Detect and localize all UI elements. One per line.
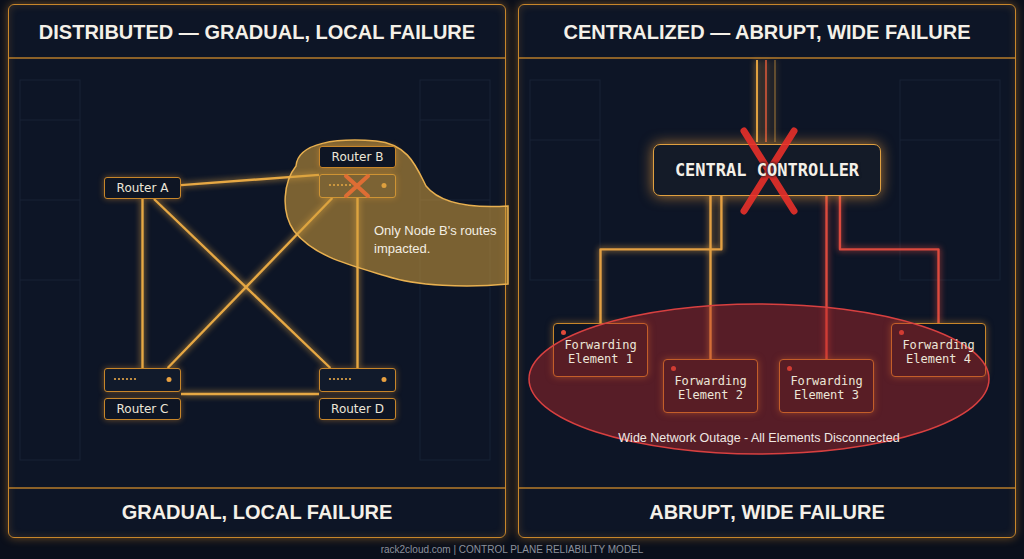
panel-title: CENTRALIZED — ABRUPT, WIDE FAILURE [519, 5, 1015, 59]
connector [601, 196, 722, 323]
callout-text: Only Node B's routes impacted. [374, 222, 500, 257]
divider [519, 57, 1015, 59]
router-node: Router A [104, 177, 181, 199]
port-light [130, 378, 132, 380]
panel: CENTRAL CONTROLLERForwarding Element 1Fo… [518, 4, 1016, 538]
router-lights [320, 369, 397, 391]
panel: Router A Router B Only Node B's routes imp… [8, 4, 506, 538]
feed-line [756, 60, 758, 142]
controller-box: CENTRAL CONTROLLER [653, 144, 881, 196]
connector [181, 393, 319, 395]
port-light [337, 378, 339, 380]
router-lights [105, 369, 182, 391]
element-label: Forwarding Element 1 [558, 339, 643, 367]
router-node: Router D [319, 368, 396, 420]
footer-bar: rack2cloud.com | CONTROL PLANE RELIABILI… [0, 540, 1024, 559]
feed-line [775, 60, 776, 142]
router-label: Router D [319, 398, 396, 420]
panel-ground [518, 4, 1016, 538]
panel-footer: GRADUAL, LOCAL FAILURE [9, 487, 505, 537]
outage-ellipse-shape [529, 304, 989, 454]
router-label: Router B [319, 146, 396, 168]
connector [141, 199, 143, 368]
outage-zone: Forwarding Element 1 Forwarding Element 2… [528, 303, 990, 455]
status-light [382, 377, 387, 382]
router-label: Router A [104, 177, 181, 199]
port-light [341, 378, 343, 380]
element-label: Forwarding Element 4 [896, 339, 981, 367]
server-racks [20, 80, 1000, 460]
rack-shelf [20, 280, 80, 281]
port-light [349, 378, 351, 380]
element-label: Forwarding Element 3 [784, 375, 869, 403]
router-icon [104, 368, 181, 392]
port-light [333, 378, 335, 380]
element-label: Forwarding Element 2 [668, 375, 753, 403]
outage-label: Wide Network Outage - All Elements Disco… [618, 431, 899, 445]
panel-footer: ABRUPT, WIDE FAILURE [519, 487, 1015, 537]
connector [840, 196, 939, 323]
controller-label: CENTRAL CONTROLLER [675, 160, 859, 180]
heading-run: DISTRIBUTED — GRADUAL, LOCAL FAILURE [39, 21, 475, 44]
panel-title: DISTRIBUTED — GRADUAL, LOCAL FAILURE [9, 5, 505, 59]
port-light [345, 378, 347, 380]
heading-run: ABRUPT, WIDE FAILURE [649, 501, 885, 524]
port-light [122, 378, 124, 380]
impact-callout: Router B Only Node B's routes impacted. [276, 136, 508, 288]
heading-run: GRADUAL, LOCAL FAILURE [122, 501, 393, 524]
rack-shelf [420, 120, 490, 121]
router-node: Router C [104, 368, 181, 420]
band-dividers [9, 58, 1015, 488]
rack-shelf [900, 140, 1000, 141]
heading-run: CENTRALIZED — ABRUPT, WIDE FAILURE [563, 21, 970, 44]
port-light [329, 378, 331, 380]
divider [9, 57, 505, 59]
port-light [134, 378, 136, 380]
caption: rack2cloud.com | CONTROL PLANE RELIABILI… [381, 544, 644, 555]
port-light [126, 378, 128, 380]
router-label: Router C [104, 398, 181, 420]
divider [519, 487, 1015, 489]
router-icon [319, 368, 396, 392]
rack-shelf [20, 120, 80, 121]
feed-line [765, 60, 767, 142]
status-light [167, 377, 172, 382]
rack-shelf [530, 140, 600, 141]
status-dot [561, 330, 566, 335]
port-light [114, 378, 116, 380]
port-light [118, 378, 120, 380]
divider [9, 487, 505, 489]
rack [20, 80, 80, 460]
controller-feed [757, 60, 775, 142]
failure-cross-stroke [744, 131, 794, 211]
rack-shelf [20, 200, 80, 201]
impact-blob-shape [285, 140, 508, 286]
rack [530, 80, 600, 280]
